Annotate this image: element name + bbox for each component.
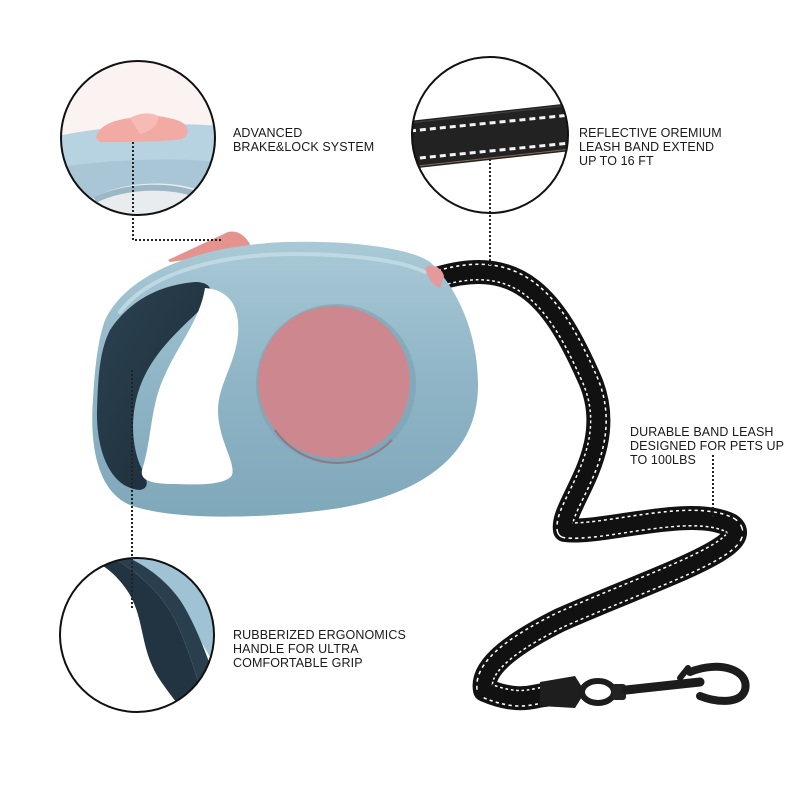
feature-label-line: TO 100LBS	[630, 453, 696, 467]
detail-circle-brake	[60, 60, 216, 216]
feature-label-brake: ADVANCED BRAKE&LOCK SYSTEM	[233, 126, 374, 154]
callout-line-brake	[132, 142, 222, 241]
feature-label-handle: RUBBERIZED ERGONOMICS HANDLE FOR ULTRA C…	[233, 628, 406, 670]
feature-label-line: ADVANCED	[233, 126, 303, 140]
rubber-grip	[96, 282, 211, 490]
detail-circle-reflective	[411, 56, 569, 214]
feature-label-durable: DURABLE BAND LEASH DESIGNED FOR PETS UP …	[630, 425, 784, 467]
feature-label-line: LEASH BAND EXTEND	[579, 140, 715, 154]
feature-label-line: DURABLE BAND LEASH	[630, 425, 774, 439]
feature-label-line: REFLECTIVE OREMIUM	[579, 126, 722, 140]
leash-band	[428, 260, 747, 711]
retractable-leash-body	[92, 231, 478, 517]
spool-cap	[258, 306, 410, 458]
feature-label-line: COMFORTABLE GRIP	[233, 656, 363, 670]
reflective-band-closeup	[412, 102, 568, 170]
feature-label-reflective: REFLECTIVE OREMIUM LEASH BAND EXTEND UP …	[579, 126, 722, 168]
feature-label-line: RUBBERIZED ERGONOMICS	[233, 628, 406, 642]
brake-button	[168, 231, 250, 262]
callout-lines	[131, 142, 714, 610]
feature-label-line: BRAKE&LOCK SYSTEM	[233, 140, 375, 154]
snap-hook-icon	[540, 662, 750, 708]
feature-label-line: DESIGNED FOR PETS UP	[630, 439, 785, 453]
detail-circle-handle	[59, 557, 215, 713]
feature-label-line: HANDLE FOR ULTRA	[233, 642, 359, 656]
handle-opening	[141, 288, 239, 485]
feature-label-line: UP TO 16 FT	[579, 154, 654, 168]
